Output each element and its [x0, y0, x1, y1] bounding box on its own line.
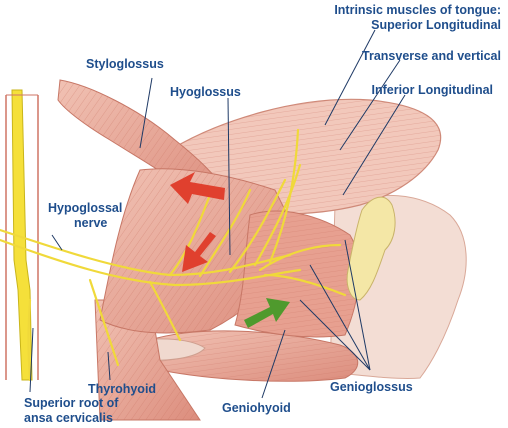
label-superior-root-line2: ansa cervicalis [24, 411, 113, 425]
label-superior-root-line1: Superior root of [24, 396, 119, 410]
mandible-bone [346, 196, 396, 301]
hypoglossal-nerve-trunk [11, 89, 33, 381]
label-styloglossus: Styloglossus [86, 57, 164, 71]
label-hyoglossus: Hyoglossus [170, 85, 241, 99]
label-hypoglossal-line2: nerve [74, 216, 107, 230]
label-superior-longitudinal: Superior Longitudinal [371, 18, 501, 32]
label-genioglossus: Genioglossus [330, 380, 413, 394]
hypoglossal-nerve-branches [0, 128, 347, 382]
styloglossus-arrow [170, 172, 225, 204]
label-transverse-vertical: Transverse and vertical [362, 49, 501, 63]
label-hypoglossal-line1: Hypoglossal [48, 201, 122, 215]
label-intrinsic-header: Intrinsic muscles of tongue: [334, 3, 501, 17]
label-geniohyoid: Geniohyoid [222, 401, 291, 415]
leader-lines [29, 29, 406, 399]
label-thyrohyoid: Thyrohyoid [88, 382, 156, 396]
label-inferior-longitudinal: Inferior Longitudinal [371, 83, 493, 97]
genioglossus-arrow [244, 298, 290, 328]
hyoglossus-arrow [182, 232, 216, 272]
